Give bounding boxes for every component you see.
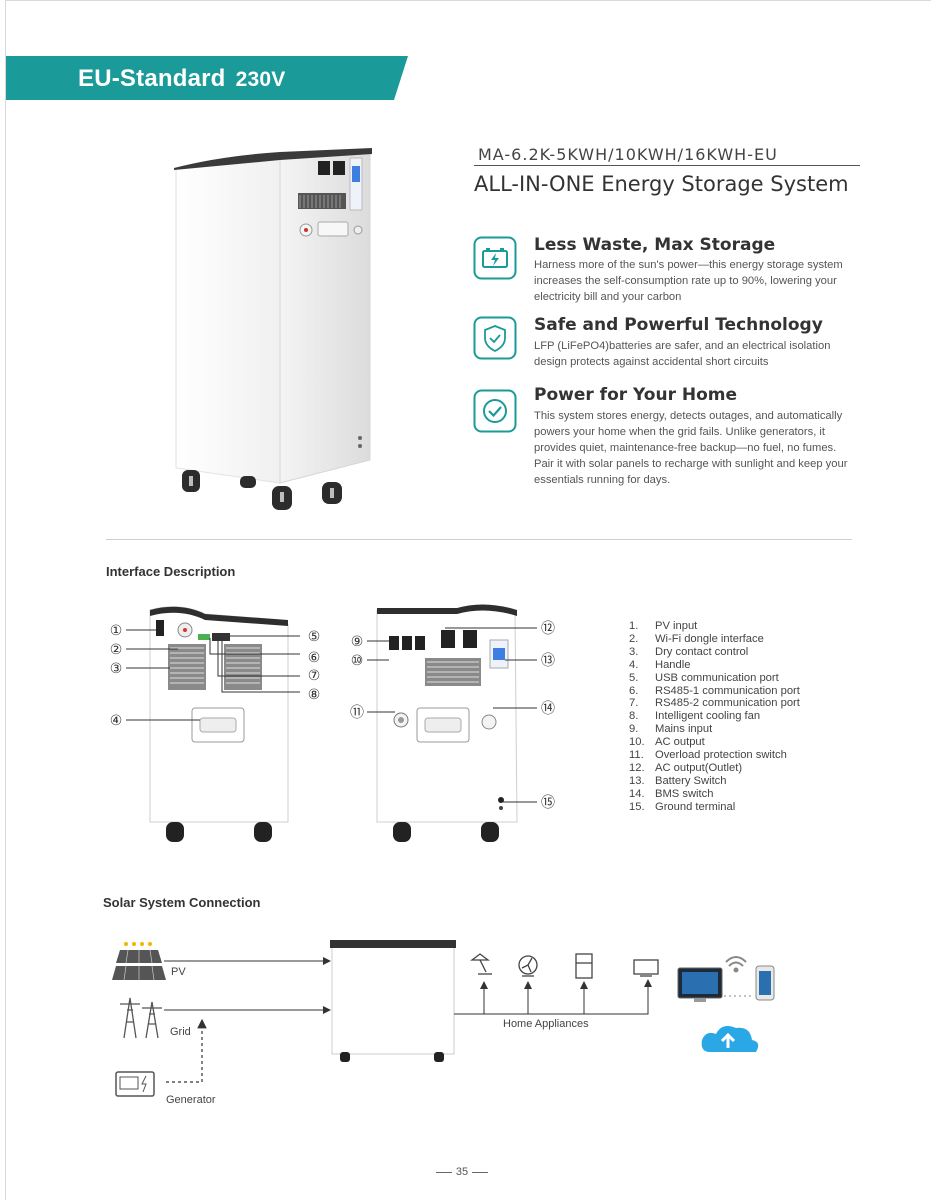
- callout-13: ⑬: [541, 653, 555, 669]
- callout-2: ②: [110, 642, 123, 658]
- list-item: 2.Wi-Fi dongle interface: [629, 632, 764, 645]
- feature-line: Harness more of the sun's power—this ene…: [534, 259, 843, 271]
- connection-diagram: [112, 940, 775, 1097]
- callout-9: ⑨: [351, 634, 364, 650]
- unit-diagram-right: ⑨ ⑩ ⑪ ⑫ ⑬ ⑭ ⑮: [350, 604, 555, 842]
- section-divider: [106, 539, 852, 540]
- feature-line: design protects against accidental short…: [534, 356, 769, 368]
- grid-label: Grid: [170, 1026, 191, 1038]
- feature-line: essentials running for days.: [534, 474, 671, 486]
- feature-line: electricity bill and your carbon: [534, 291, 682, 303]
- feature-title-storage: Less Waste, Max Storage: [534, 235, 776, 255]
- callout-10: ⑩: [351, 653, 364, 669]
- storage-unit-icon: [330, 940, 456, 1062]
- list-item: 7.RS485-2 communication port: [629, 697, 800, 710]
- fridge-icon: [575, 953, 593, 979]
- list-item: 5.USB communication port: [629, 671, 779, 684]
- connection-section-title: Solar System Connection: [103, 895, 261, 910]
- list-item: 15.Ground terminal: [629, 800, 736, 813]
- page-number: 35: [430, 1166, 494, 1178]
- phone-icon: [755, 965, 775, 1001]
- list-item: 11.Overload protection switch: [629, 749, 787, 762]
- cloud-upload-icon: [701, 1026, 759, 1052]
- list-item: 13.Battery Switch: [629, 774, 727, 787]
- unit-diagram-left: ① ② ③ ④ ⑤ ⑥ ⑦ ⑧: [110, 606, 321, 842]
- list-item: 4.Handle: [629, 658, 691, 671]
- banner-title: EU-Standard 230V: [78, 65, 285, 93]
- generator-label: Generator: [166, 1094, 216, 1106]
- product-image: [174, 148, 372, 510]
- feature-title-safety: Safe and Powerful Technology: [534, 315, 823, 335]
- product-title: ALL-IN-ONE Energy Storage System: [474, 172, 849, 196]
- callout-4: ④: [110, 713, 123, 729]
- list-item: 14.BMS switch: [629, 787, 714, 800]
- callout-15: ⑮: [541, 795, 555, 811]
- callout-3: ③: [110, 661, 123, 677]
- home-appliances-label: Home Appliances: [503, 1018, 589, 1030]
- feature-line: Pair it with solar panels to recharge wi…: [534, 458, 848, 470]
- shield-check-icon: [473, 316, 517, 360]
- feature-body-storage: Harness more of the sun's power—this ene…: [534, 257, 870, 305]
- list-item: 3.Dry contact control: [629, 645, 749, 658]
- callout-8: ⑧: [308, 687, 321, 703]
- list-item: 6.RS485-1 communication port: [629, 684, 800, 697]
- feature-line: provides quiet, maintenance-free backup—…: [534, 442, 837, 454]
- interface-list: 1.PV input 2.Wi-Fi dongle interface 3.Dr…: [629, 620, 800, 814]
- battery-icon: [473, 236, 517, 280]
- callout-11: ⑪: [350, 705, 364, 721]
- feature-line: powers your home when the grid fails. Un…: [534, 426, 826, 438]
- callout-12: ⑫: [541, 621, 555, 637]
- solar-panel-icon: [112, 942, 166, 981]
- list-item: 12.AC output(Outlet): [629, 761, 743, 774]
- header-banner: EU-Standard 230V: [6, 56, 408, 100]
- lamp-icon: [470, 953, 492, 975]
- power-grid-icon: [120, 997, 162, 1039]
- model-number: MA-6.2K-5KWH/10KWH/16KWH-EU: [478, 145, 778, 164]
- banner-voltage: 230V: [235, 68, 286, 91]
- title-rule: [474, 165, 860, 166]
- banner-title-text: EU-Standard: [78, 65, 226, 92]
- callout-14: ⑭: [541, 701, 555, 717]
- callout-5: ⑤: [308, 629, 321, 645]
- monitor-icon: [677, 967, 723, 1002]
- pv-label: PV: [171, 966, 186, 978]
- feature-title-home: Power for Your Home: [534, 385, 738, 405]
- feature-body-safety: LFP (LiFePO4)batteries are safer, and an…: [534, 338, 870, 370]
- feature-line: This system stores energy, detects outag…: [534, 410, 843, 422]
- interface-section-title: Interface Description: [106, 564, 236, 579]
- list-item: 10.AC output: [629, 736, 705, 749]
- wifi-icon: [725, 956, 747, 973]
- callout-7: ⑦: [308, 668, 321, 684]
- generator-icon: [115, 1071, 155, 1097]
- check-circle-icon: [473, 389, 517, 433]
- callout-1: ①: [110, 623, 123, 639]
- tv-icon: [633, 959, 659, 977]
- banner-shape: [6, 56, 408, 100]
- feature-line: LFP (LiFePO4)batteries are safer, and an…: [534, 340, 831, 352]
- callout-6: ⑥: [308, 650, 321, 666]
- list-item: 8.Intelligent cooling fan: [629, 710, 761, 723]
- page-number-dash: [472, 1171, 489, 1173]
- page-frame: [5, 0, 931, 1200]
- fan-icon: [518, 955, 538, 977]
- page-number-text: 35: [455, 1166, 469, 1178]
- feature-line: increases the self-consumption rate up t…: [534, 275, 837, 287]
- feature-body-home: This system stores energy, detects outag…: [534, 408, 870, 488]
- page-number-dash: [435, 1171, 452, 1173]
- list-item: 9.Mains input: [629, 723, 713, 736]
- list-item: 1.PV input: [629, 620, 698, 632]
